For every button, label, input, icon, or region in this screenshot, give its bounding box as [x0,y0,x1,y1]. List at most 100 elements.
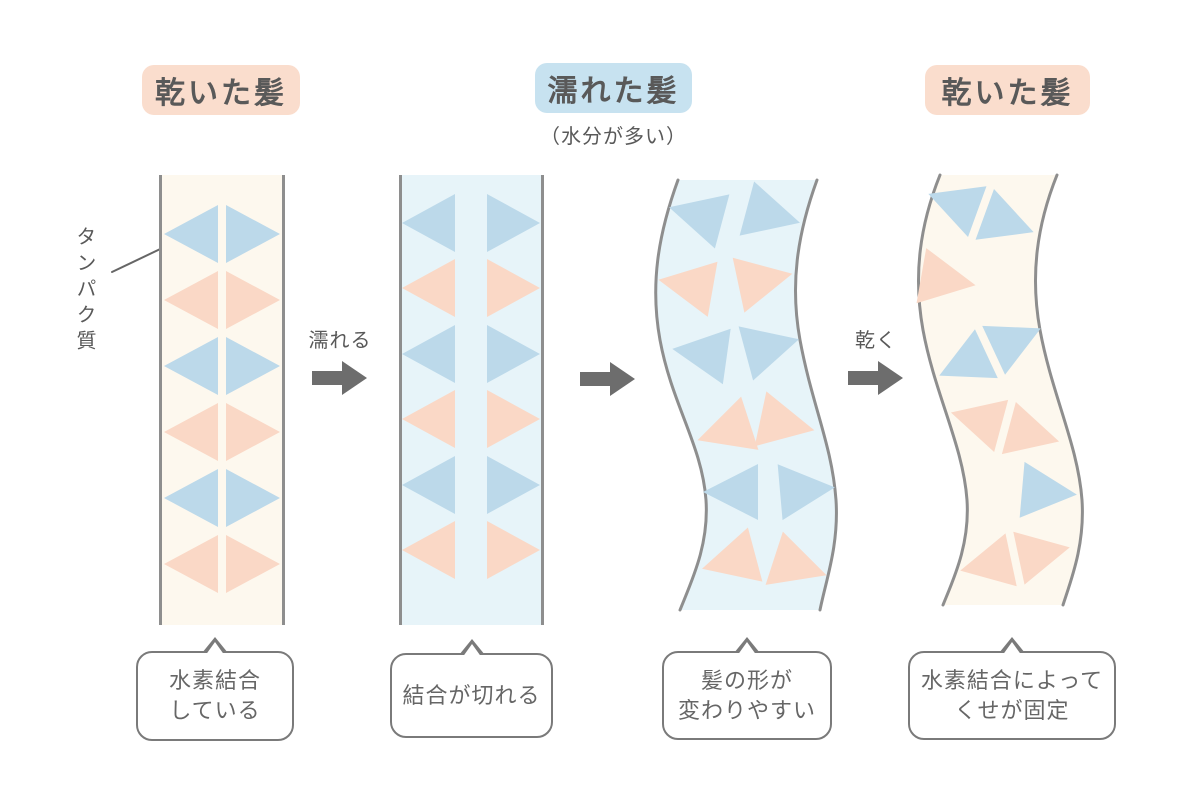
callout-text-line: くせが固定 [954,697,1070,723]
header-badge-dry-right: 乾いた髪 [925,65,1090,115]
protein-triangle-right [777,464,835,521]
block-arrow-icon [580,362,635,396]
protein-triangle-right [765,531,827,585]
protein-triangle-right [487,325,540,383]
protein-triangle-right [226,271,280,329]
callout-bonds-break: 結合が切れる [390,639,553,738]
arrow-group-wet: 濡れる [306,324,374,397]
protein-pair-broken [402,456,540,514]
protein-triangle-left [164,205,218,263]
protein-pair-bonded [939,325,1041,379]
header-badge-dry-right-label: 乾いた髪 [941,77,1074,110]
protein-pair-bonded [928,186,1034,240]
protein-pair-broken [402,194,540,252]
callout-tail-fill-icon [205,642,225,656]
protein-triangle-right [226,337,280,395]
protein-triangle-right [754,391,815,447]
protein-triangle-left [402,521,455,579]
block-arrow-icon [848,361,903,395]
protein-triangle-left [164,469,218,527]
panel-dry-wavy [916,173,1084,607]
strand-border-right [793,178,838,612]
arrow-group-dry: 乾く [842,324,910,397]
strand-border-left [654,178,708,612]
protein-triangle-right [226,469,280,527]
protein-triangle-left [939,329,998,379]
panel-wet-straight [399,175,544,625]
panel-dry-straight [159,175,285,625]
protein-triangle-left [164,535,218,593]
protein-annotation-label: タンパク質 [73,226,95,356]
arrow-label-dry: 乾く [855,330,897,352]
protein-triangle-left [672,328,731,385]
protein-pair-broken [402,259,540,317]
protein-triangle-left [402,325,455,383]
strand-border-right [1033,173,1084,607]
protein-pair-bonded [164,337,280,395]
arrow-label-wet: 濡れる [308,330,372,352]
protein-triangle-right [975,188,1034,240]
protein-triangle-left [658,261,718,317]
protein-pair-bonded [164,535,280,593]
protein-triangle-single [916,248,976,304]
protein-triangle-right [738,326,799,381]
protein-triangle-right [226,403,280,461]
protein-triangle-left [928,186,987,238]
protein-triangle-left [402,390,455,448]
arrow-right-icon [312,361,367,395]
arrow-group-middle [580,360,636,398]
callout-tail-fill-icon [1002,642,1022,656]
protein-triangle-right [739,181,800,236]
protein-pair-broken [402,521,540,579]
protein-triangle-left [697,396,759,450]
protein-triangle-right [732,257,793,313]
panel-wet-wavy [654,178,838,612]
protein-pair-bonded [950,399,1060,455]
protein-triangle-left [703,464,758,520]
protein-pair-bonded [164,205,280,263]
protein-triangle-left [402,259,455,317]
arrow-right-icon [848,361,903,395]
protein-triangle-left [402,194,455,252]
protein-pair-bonded [960,531,1070,587]
callout-text-line: 水素結合によって [920,667,1104,693]
protein-triangle-right [1001,401,1060,455]
protein-triangle-right [487,390,540,448]
protein-triangle-right [487,194,540,252]
protein-triangle-right [487,521,540,579]
callout-text-line: 髪の形が [700,667,793,693]
protein-triangle-single [1019,461,1077,518]
protein-triangle-left [960,533,1017,587]
protein-triangle-right [982,325,1041,375]
callout-text-line: している [169,698,261,723]
header-badge-wet-label: 濡れた髪 [547,75,680,108]
protein-pair-bonded [164,271,280,329]
protein-triangle-left [950,399,1009,453]
protein-triangle-right [226,535,280,593]
header-badge-dry-left-label: 乾いた髪 [155,77,287,110]
protein-pair-bonded [164,403,280,461]
protein-triangle-left [164,403,218,461]
protein-triangle-left [669,194,730,249]
block-arrow-icon [312,361,367,395]
protein-pair-bonded [164,469,280,527]
callout-shape-changeable: 髪の形が 変わりやすい [662,637,832,740]
callout-text-line: 変わりやすい [677,697,816,723]
arrow-right-icon [580,362,635,396]
callout-tail-fill-icon [737,642,757,656]
protein-triangle-right [1013,531,1070,585]
callout-tail-fill-icon [461,644,482,658]
header-badge-wet: 濡れた髪 [535,63,692,113]
protein-pair-broken [402,325,540,383]
protein-triangle-left [164,337,218,395]
protein-triangle-left [402,456,455,514]
strand-border-left [916,173,969,607]
callout-curl-fixed: 水素結合によって くせが固定 [908,637,1116,740]
callout-text-line: 結合が切れる [402,682,541,708]
protein-triangle-right [487,456,540,514]
header-subtitle-moisture: （水分が多い） [540,126,687,148]
protein-triangle-right [487,259,540,317]
protein-pair-broken [402,390,540,448]
callout-text-line: 水素結合 [168,668,261,693]
